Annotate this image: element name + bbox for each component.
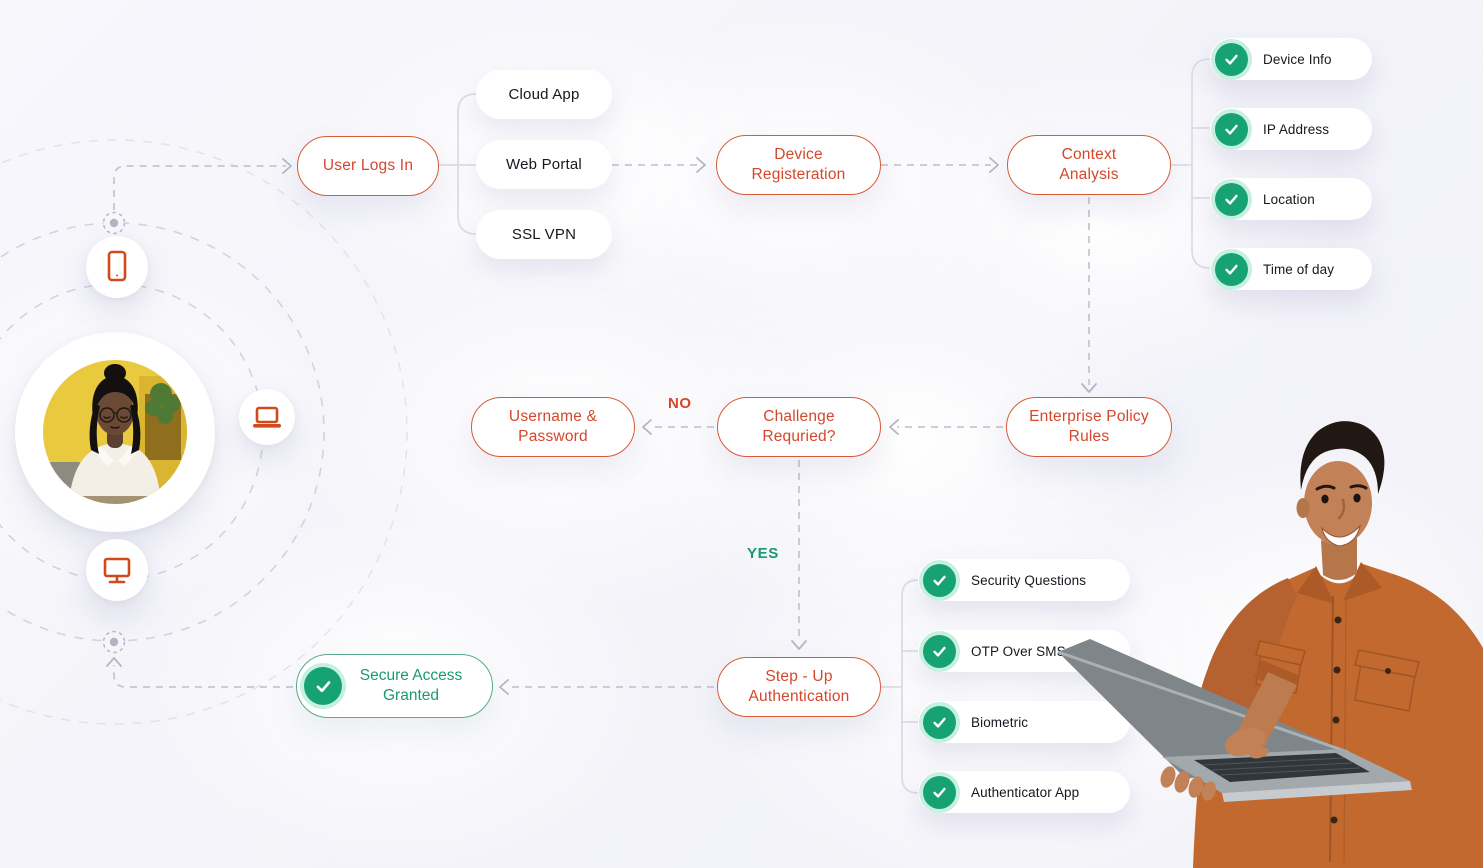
check-icon — [1215, 42, 1248, 76]
list-item-location: Location — [1210, 178, 1372, 220]
decision-label-no: NO — [668, 395, 692, 412]
node-cloud-app: Cloud App — [476, 70, 612, 119]
node-label: Cloud App — [508, 85, 580, 103]
list-item-label: Device Info — [1263, 51, 1332, 67]
node-enterprise-policy-rules: Enterprise Policy Rules — [1006, 397, 1172, 457]
node-label: User Logs In — [322, 156, 414, 174]
node-step-up-authentication: Step - Up Authentication — [717, 657, 881, 717]
node-ssl-vpn: SSL VPN — [476, 210, 612, 259]
list-item-label: Security Questions — [971, 572, 1087, 588]
list-item-label: IP Address — [1263, 121, 1330, 137]
node-challenge-required: Challenge Requried? — [717, 397, 881, 457]
node-username-password: Username & Password — [471, 397, 635, 457]
decision-label-yes: YES — [747, 545, 779, 562]
list-item-label: Authenticator App — [971, 784, 1080, 800]
node-secure-access-granted: Secure Access Granted — [296, 654, 493, 718]
list-item-security-questions: Security Questions — [918, 559, 1130, 601]
monitor-icon — [103, 557, 131, 584]
node-label: Challenge Requried? — [762, 407, 836, 445]
monitor-device-circle — [86, 539, 148, 601]
connection-node-icon — [102, 211, 126, 654]
node-label: Secure Access Granted — [359, 666, 463, 704]
list-item-authenticator-app: Authenticator App — [918, 771, 1130, 813]
check-icon — [304, 667, 342, 705]
node-label: Context Analysis — [1059, 145, 1119, 183]
tablet-device-circle — [86, 236, 148, 298]
node-device-registration: Device Registeration — [716, 135, 881, 195]
list-item-device-info: Device Info — [1210, 38, 1372, 80]
node-context-analysis: Context Analysis — [1007, 135, 1171, 195]
check-icon — [1215, 112, 1248, 146]
check-icon — [923, 563, 956, 597]
list-item-label: OTP Over SMS — [971, 643, 1066, 659]
list-item-label: Biometric — [971, 714, 1029, 730]
node-label: SSL VPN — [511, 225, 577, 243]
node-user-logs-in: User Logs In — [297, 136, 439, 196]
node-label: Step - Up Authentication — [748, 667, 850, 705]
list-item-time-of-day: Time of day — [1210, 248, 1372, 290]
node-label: Username & Password — [508, 407, 598, 445]
list-item-ip-address: IP Address — [1210, 108, 1372, 150]
check-icon — [923, 775, 956, 809]
check-icon — [923, 634, 956, 668]
laptop-device-circle — [239, 389, 295, 445]
check-icon — [923, 705, 956, 739]
check-icon — [1215, 182, 1248, 216]
tablet-icon — [107, 250, 127, 282]
node-label: Web Portal — [506, 155, 582, 173]
list-item-label: Time of day — [1263, 261, 1335, 277]
node-label: Enterprise Policy Rules — [1029, 407, 1149, 445]
laptop-icon — [253, 406, 281, 428]
list-item-biometric: Biometric — [918, 701, 1130, 743]
node-label: Device Registeration — [751, 145, 846, 183]
list-item-label: Location — [1263, 191, 1315, 207]
node-web-portal: Web Portal — [476, 140, 612, 189]
check-icon — [1215, 252, 1248, 286]
